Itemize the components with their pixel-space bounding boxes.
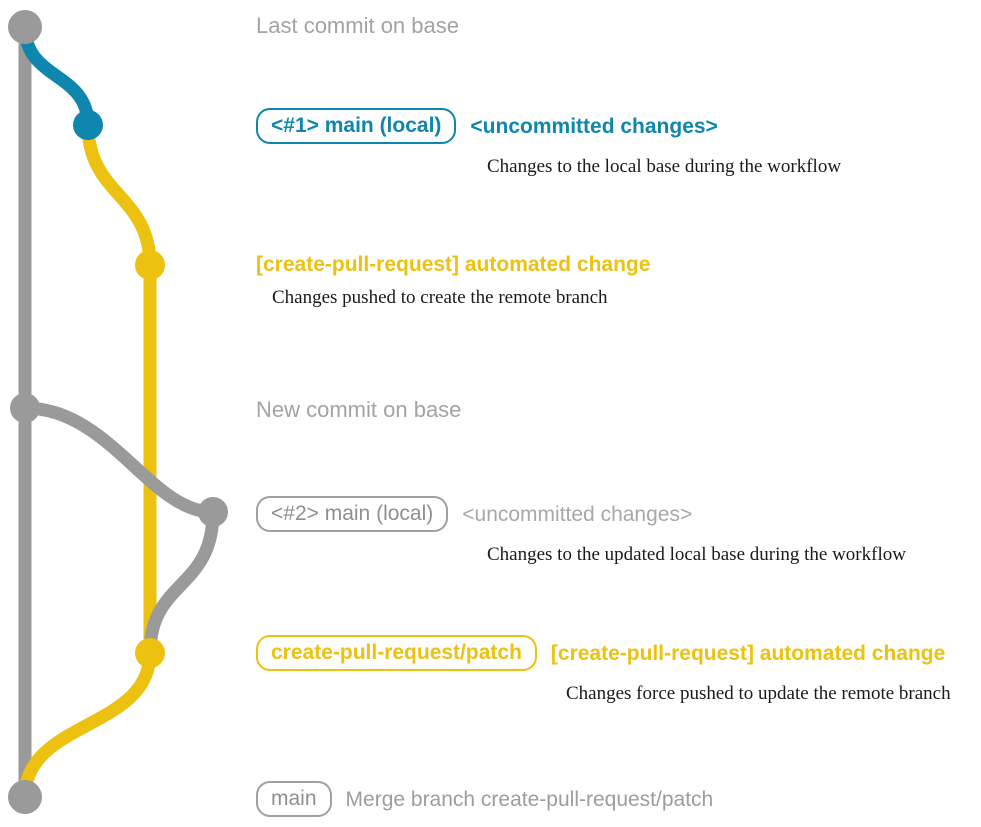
row-local-uncommitted-1: <#1> main (local) <uncommitted changes> … <box>256 108 841 176</box>
commit-subject: Merge branch create-pull-request/patch <box>345 787 714 811</box>
branch-badge-main[interactable]: main <box>256 781 332 817</box>
row-headline: main Merge branch create-pull-request/pa… <box>256 781 713 817</box>
commit-nodes <box>8 10 228 814</box>
node-base-last[interactable] <box>8 10 42 44</box>
row-headline: <#1> main (local) <uncommitted changes> <box>256 108 841 144</box>
row-headline: Last commit on base <box>256 15 459 37</box>
row-headline: <#2> main (local) <uncommitted changes> <box>256 496 906 532</box>
row-headline: [create-pull-request] automated change <box>256 254 650 275</box>
branch-badge-main-local-2[interactable]: <#2> main (local) <box>256 496 449 532</box>
node-local-2[interactable] <box>198 497 228 527</box>
row-automated-change-1: [create-pull-request] automated change C… <box>256 254 650 307</box>
node-base-new[interactable] <box>10 393 40 423</box>
commit-subject: <uncommitted changes> <box>470 114 718 138</box>
commit-subject: New commit on base <box>256 397 462 422</box>
commit-subject: Last commit on base <box>256 13 459 38</box>
commit-description: Changes to the updated local base during… <box>487 544 906 565</box>
row-automated-change-2: create-pull-request/patch [create-pull-r… <box>256 635 951 703</box>
edge-basenew-to-local2 <box>18 401 220 519</box>
row-headline: create-pull-request/patch [create-pull-r… <box>256 635 951 671</box>
commit-description: Changes force pushed to update the remot… <box>566 683 951 704</box>
node-patch-2[interactable] <box>135 638 165 668</box>
edge-patch2-to-merge <box>18 646 157 804</box>
edge-base-to-local1 <box>18 20 95 132</box>
edge-local2-to-patch2 <box>143 505 220 660</box>
row-headline: New commit on base <box>256 399 461 421</box>
row-merge-commit: main Merge branch create-pull-request/pa… <box>256 781 713 817</box>
row-local-uncommitted-2: <#2> main (local) <uncommitted changes> … <box>256 496 906 564</box>
edge-local1-to-patch1 <box>81 118 157 272</box>
node-patch-1[interactable] <box>135 250 165 280</box>
commit-subject: <uncommitted changes> <box>462 502 693 526</box>
commit-description: Changes pushed to create the remote bran… <box>272 287 608 308</box>
row-last-commit-on-base: Last commit on base <box>256 15 459 37</box>
commit-description: Changes to the local base during the wor… <box>487 156 842 177</box>
node-local-1[interactable] <box>73 110 103 140</box>
commit-subject: [create-pull-request] automated change <box>550 641 946 665</box>
row-new-commit-on-base: New commit on base <box>256 399 461 421</box>
branch-badge-create-pull-request-patch[interactable]: create-pull-request/patch <box>256 635 537 671</box>
commit-subject: [create-pull-request] automated change <box>256 253 651 276</box>
branch-badge-main-local-1[interactable]: <#1> main (local) <box>256 108 457 144</box>
node-merge[interactable] <box>8 780 42 814</box>
